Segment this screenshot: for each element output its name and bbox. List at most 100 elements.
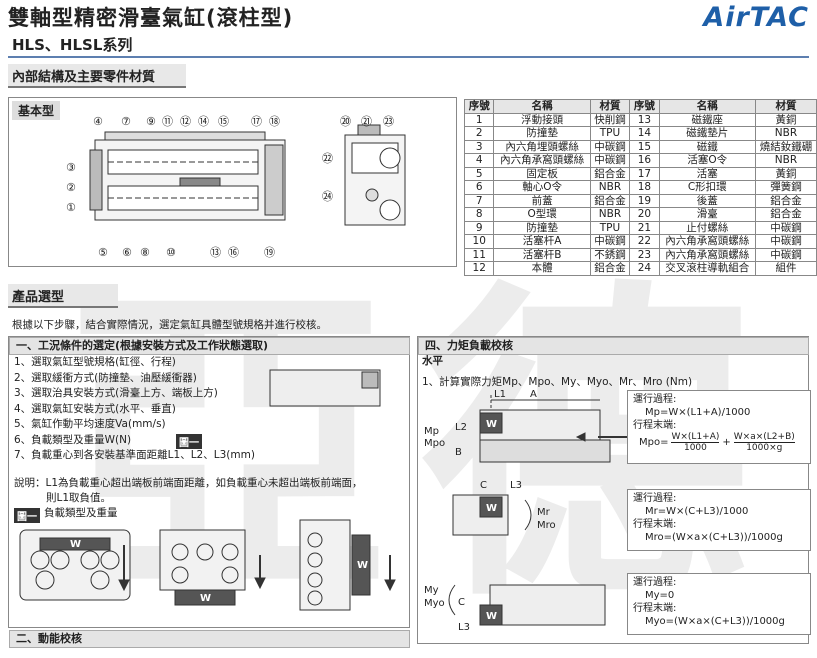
table-cell: 中碳鋼	[754, 234, 817, 249]
table-cell: 內六角埋頭螺絲	[493, 139, 591, 154]
table-cell: 鋁合金	[589, 193, 631, 208]
table-cell: 中碳鋼	[589, 153, 631, 168]
moment-label: Mr	[537, 507, 551, 518]
moment-label: Mro	[537, 520, 556, 531]
table-cell: 不銹鋼	[589, 247, 631, 262]
table-cell: 磁鐵	[658, 139, 756, 154]
table-cell: 20	[629, 207, 660, 222]
callout: ⑮	[218, 115, 229, 128]
load-label: W	[486, 419, 497, 430]
dim-label: L2	[455, 422, 467, 433]
table-cell: 磁鐵座	[658, 112, 756, 127]
table-cell: 中碳鋼	[754, 247, 817, 262]
dim-label: C	[480, 480, 487, 491]
col-header: 材質	[589, 99, 631, 114]
table-cell: 6	[463, 180, 495, 195]
note-line: 則L1取負值。	[46, 492, 112, 504]
moment-label: Mpo	[424, 438, 445, 449]
col-header: 名稱	[658, 99, 756, 114]
table-cell: 本體	[493, 261, 591, 276]
fraction: W×(L1+A) 1000	[671, 432, 720, 453]
col-header: 材質	[754, 99, 817, 114]
table-cell: 鋁合金	[754, 207, 817, 222]
table-cell: 中碳鋼	[589, 139, 631, 154]
callout: ⑥	[122, 246, 132, 259]
table-cell: TPU	[589, 126, 631, 141]
step-item: 5、氣缸作動平均速度Va(mm/s)	[14, 418, 166, 430]
formula-line: Mr=W×(C+L3)/1000	[645, 506, 749, 517]
table-cell: NBR	[754, 153, 817, 168]
formula-box-roll: 運行過程: Mr=W×(C+L3)/1000 行程末端: Mro=(W×a×(C…	[627, 489, 811, 551]
formula-line: 行程末端:	[633, 420, 677, 431]
callout: ⑭	[198, 115, 209, 128]
step-item: 3、選取治具安裝方式(滑臺上方、端板上方)	[14, 387, 218, 399]
table-cell: 11	[463, 247, 495, 262]
table-cell: 3	[463, 139, 495, 154]
load-label: W	[486, 611, 497, 622]
table-cell: 2	[463, 126, 495, 141]
table-cell: 燒結釹鐵硼	[754, 139, 817, 154]
table-cell: 磁鐵墊片	[658, 126, 756, 141]
table-cell: 交叉滾柱導軌組合	[658, 261, 756, 276]
plus-sign: +	[722, 437, 731, 448]
callout: ⑳	[340, 115, 351, 128]
section-title-selection: 產品選型	[12, 290, 65, 305]
formula-line: 運行過程:	[633, 493, 677, 504]
callout: ⑤	[98, 246, 108, 259]
header-divider	[8, 56, 809, 58]
table-cell: 前蓋	[493, 193, 591, 208]
load-label: W	[200, 593, 211, 604]
load-label: W	[486, 503, 497, 514]
fraction: W×a×(L2+B) 1000×g	[733, 432, 795, 453]
callout: ⑪	[162, 115, 173, 128]
table-cell: 中碳鋼	[589, 234, 631, 249]
table-cell: O型環	[493, 207, 591, 222]
figure-tag: 圖一	[176, 434, 202, 449]
callout: ②	[66, 181, 76, 194]
table-cell: 10	[463, 234, 495, 249]
denominator: 1000×g	[746, 443, 783, 453]
table-cell: 17	[629, 166, 660, 181]
basic-type-label: 基本型	[12, 101, 61, 120]
table-cell: 21	[629, 220, 660, 235]
table-cell: 13	[629, 112, 660, 127]
table-cell: TPU	[589, 220, 631, 235]
formula-line: 行程末端:	[633, 519, 677, 530]
table-cell: 9	[463, 220, 495, 235]
table-cell: NBR	[589, 180, 631, 195]
table-cell: 防撞墊	[493, 220, 591, 235]
formula-line: Myo=(W×a×(C+L3))/1000g	[645, 616, 785, 627]
callout: ㉔	[322, 190, 333, 203]
callout: ㉑	[361, 115, 372, 128]
callout: ①	[66, 201, 76, 214]
note-line: 說明：L1為負載重心超出端板前端面距離，如負載重心未超出端板前端面，	[14, 477, 363, 489]
callout: ⑱	[269, 115, 280, 128]
table-cell: NBR	[589, 207, 631, 222]
table-cell: 18	[629, 180, 660, 195]
col-header: 序號	[629, 99, 660, 114]
figure-caption-tag: 圖一	[14, 508, 40, 523]
table-cell: 24	[629, 261, 660, 276]
table-cell: 快削鋼	[589, 112, 631, 127]
table-cell: 活塞杆A	[493, 234, 591, 249]
dim-label: C	[458, 597, 465, 608]
dim-label: L1	[494, 389, 506, 400]
series-name: HLS、HLSL系列	[12, 36, 133, 54]
formula-line: 運行過程:	[633, 577, 677, 588]
table-cell: 23	[629, 247, 660, 262]
left-panel-heading-2: 二、動能校核	[9, 630, 410, 648]
dim-label: B	[455, 447, 462, 458]
callout: ⑩	[166, 246, 176, 259]
callout: ⑬	[210, 246, 221, 259]
callout: ④	[93, 115, 103, 128]
moment-label: Myo	[424, 598, 445, 609]
table-cell: 鋁合金	[589, 166, 631, 181]
table-cell: 防撞墊	[493, 126, 591, 141]
table-header-row: 序號 名稱 材質 序號 名稱 材質	[463, 99, 817, 114]
